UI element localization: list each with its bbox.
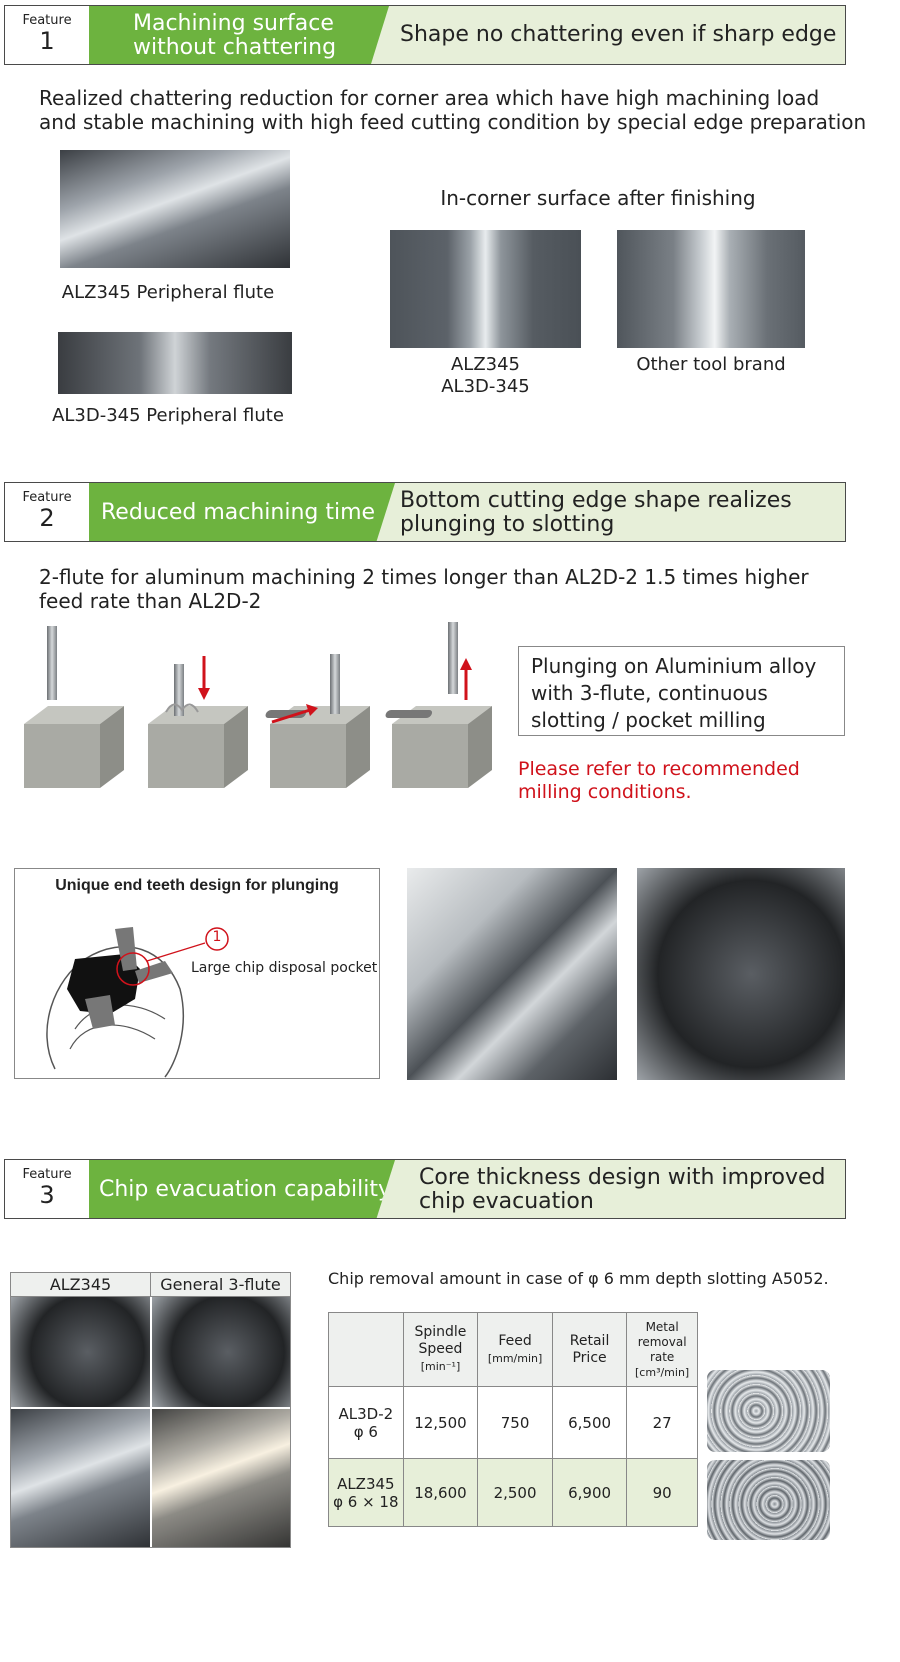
feature-badge: Feature 2 (5, 483, 90, 541)
column-header-alz345: ALZ345 (11, 1273, 151, 1297)
feature-title-bar: Machining surface without chattering (89, 6, 389, 64)
feature-3-header: Feature 3 Chip evacuation capability Cor… (4, 1159, 846, 1219)
cell-spindle: 18,600 (402, 1458, 479, 1527)
header-price: Retail Price (551, 1312, 628, 1387)
al3d345-flute-photo (58, 332, 292, 394)
header-feed-label: Feed (498, 1332, 532, 1349)
feature-description-line1: Bottom cutting edge shape realizes (400, 488, 792, 513)
feature-number: 3 (39, 1181, 55, 1209)
chip-removal-table: Spindle Speed [min⁻¹] Feed [mm/min] Retail… (328, 1312, 698, 1527)
al3d345-flute-caption: AL3D-345 Peripheral flute (52, 405, 284, 426)
feature-badge: Feature 1 (5, 6, 90, 64)
feature-2-header: Feature 2 Reduced machining time Bottom … (4, 482, 846, 542)
row-name-line1: ALZ345 (337, 1474, 395, 1493)
column-header-general: General 3-flute (151, 1273, 290, 1297)
incorner-caption-left-2: AL3D-345 (441, 376, 530, 397)
incorner-photo-alz (390, 230, 581, 348)
feature-description-line2: chip evacuation (419, 1189, 594, 1214)
header-feed: Feed [mm/min] (477, 1312, 553, 1387)
plunging-sequence-illustration (24, 622, 492, 788)
cell-spindle: 12,500 (402, 1386, 479, 1459)
feature-title-line2: without chattering (133, 35, 337, 60)
chips-photo-al3d (707, 1370, 830, 1452)
end-teeth-photo-side (407, 868, 617, 1080)
alz345-flute-caption: ALZ345 Peripheral flute (61, 282, 275, 303)
block-step-4 (385, 622, 492, 788)
incorner-caption-left-1: ALZ345 (450, 354, 521, 375)
incorner-photo-other (617, 230, 805, 348)
general-side-photo (152, 1409, 290, 1547)
comparison-grid: ALZ345 General 3-flute (10, 1272, 291, 1548)
feature-description-line2: plunging to slotting (400, 512, 615, 537)
feature-2-body-line2: feed rate than AL2D-2 (39, 589, 262, 613)
header-mrr-label: Metal removal rate (637, 1319, 687, 1364)
feature-label: Feature (22, 490, 72, 505)
feature-description: Shape no chattering even if sharp edge (400, 22, 837, 47)
header-mrr-unit: [cm³/min] (635, 1365, 690, 1379)
row-name-line2: φ 6 (353, 1422, 378, 1441)
feature-title: Reduced machining time (101, 500, 376, 525)
feature-1-body-line2: and stable machining with high feed cutt… (39, 110, 867, 134)
block-step-1 (24, 626, 124, 788)
plunging-box-line3: slotting / pocket milling (531, 708, 766, 732)
row-name-line2: φ 6 × 18 (333, 1492, 399, 1511)
feature-description-line1: Core thickness design with improved (419, 1165, 826, 1190)
feature-title-bar: Chip evacuation capability (89, 1160, 395, 1218)
feature-label: Feature (22, 1167, 72, 1182)
feature-number: 1 (39, 27, 55, 55)
feature-2-body-line1: 2-flute for aluminum machining 2 times l… (39, 565, 809, 589)
cell-price: 6,500 (551, 1386, 628, 1459)
cell-price: 6,900 (551, 1458, 628, 1527)
diagram-title: Unique end teeth design for plunging (55, 877, 339, 894)
alz345-side-photo (11, 1409, 150, 1547)
plunging-box-line2: with 3-flute, continuous (531, 681, 768, 705)
end-teeth-photo-top (637, 868, 845, 1080)
header-price-label: Retail Price (569, 1332, 610, 1366)
recommendation-note-line2: milling conditions. (518, 781, 692, 803)
diagram-label: Large chip disposal pocket (191, 960, 378, 976)
header-feed-unit: [mm/min] (487, 1351, 543, 1365)
feature-title-line1: Machining surface (133, 11, 334, 36)
recommendation-note-line1: Please refer to recommended (518, 758, 800, 780)
alz345-end-photo (11, 1297, 150, 1407)
chips-photo-alz345 (707, 1460, 830, 1540)
header-spindle: Spindle Speed [min⁻¹] (402, 1312, 479, 1387)
block-step-2 (148, 656, 248, 788)
incorner-title: In-corner surface after finishing (440, 186, 756, 210)
feature-title-bar: Reduced machining time (89, 483, 395, 541)
feature-number: 2 (39, 504, 55, 532)
feature-1-header: Feature 1 Machining surface without chat… (4, 5, 846, 65)
end-teeth-drawing (46, 927, 229, 1078)
feature-1-body-line1: Realized chattering reduction for corner… (39, 86, 820, 110)
cell-feed: 750 (477, 1386, 553, 1459)
header-spindle-label: Spindle Speed (414, 1324, 467, 1357)
cell-mrr: 27 (626, 1386, 698, 1459)
incorner-caption-right: Other tool brand (636, 354, 786, 375)
general-end-photo (152, 1297, 290, 1407)
table-corner (328, 1312, 404, 1387)
feature-description: Bottom cutting edge shape realizes plung… (400, 489, 792, 537)
end-teeth-diagram: Unique end teeth design for plunging 1 L… (14, 868, 380, 1079)
plunging-info-box: Plunging on Aluminium alloy with 3-flute… (518, 646, 845, 736)
plunging-box-line1: Plunging on Aluminium alloy (531, 654, 817, 678)
cell-feed: 2,500 (477, 1458, 553, 1527)
header-mrr: Metal removal rate[cm³/min] (626, 1312, 698, 1387)
feature-badge: Feature 3 (5, 1160, 90, 1218)
block-step-3 (265, 654, 370, 788)
diagram-marker: 1 (212, 929, 222, 945)
row-name-line1: AL3D-2 (338, 1404, 394, 1423)
chip-removal-title: Chip removal amount in case of φ 6 mm de… (328, 1269, 829, 1288)
feature-title: Chip evacuation capability (99, 1177, 392, 1202)
cell-mrr: 90 (626, 1458, 698, 1527)
header-spindle-unit: [min⁻¹] (420, 1360, 461, 1373)
alz345-flute-photo (60, 150, 290, 268)
feature-label: Feature (22, 13, 72, 28)
feature-description: Core thickness design with improved chip… (419, 1166, 826, 1214)
